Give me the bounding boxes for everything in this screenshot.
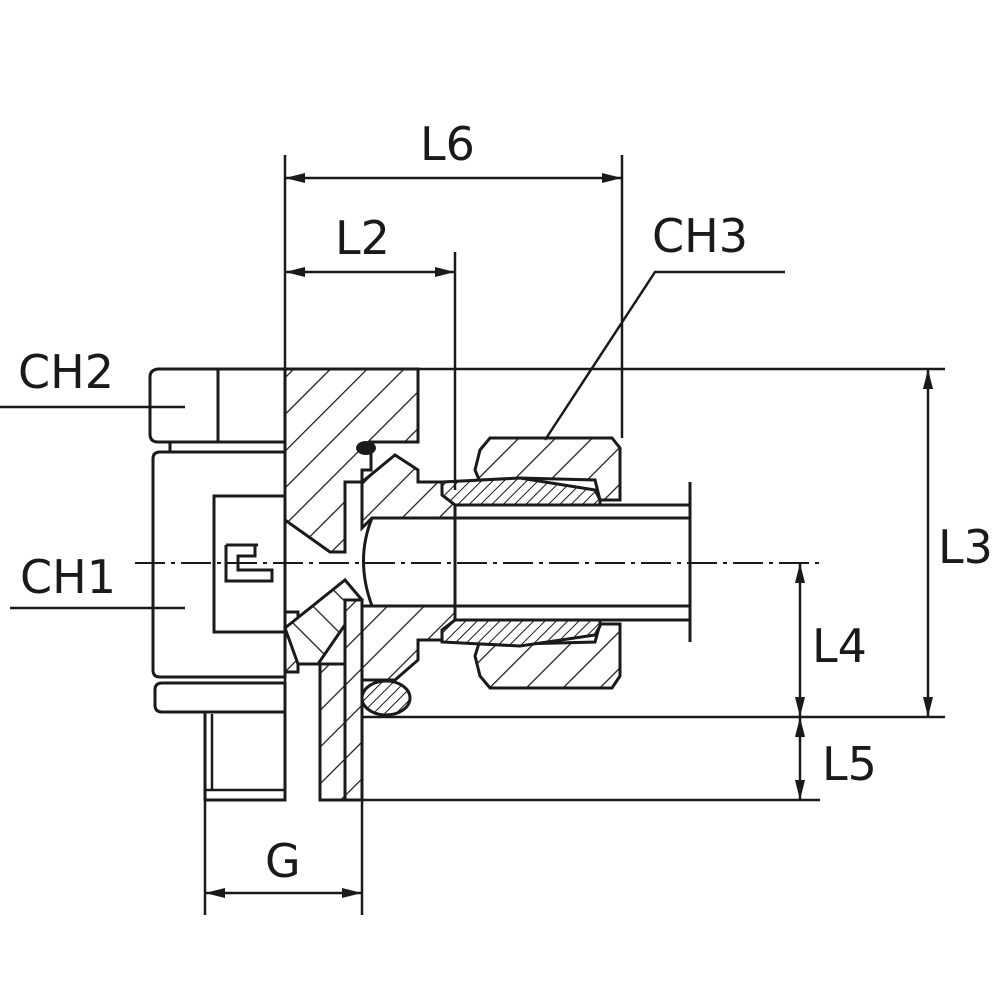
o-ring-lower: [360, 679, 412, 717]
label-l5: L5: [822, 737, 877, 791]
logo-symbol: [224, 543, 274, 583]
labels: L6 L2 CH3 CH2 CH1 L3 L4 L5 G: [18, 117, 993, 888]
section-body: [283, 367, 690, 802]
extension-lines: [203, 155, 945, 915]
label-ch3: CH3: [652, 209, 748, 263]
label-l2: L2: [335, 211, 390, 265]
leader-lines: [0, 270, 785, 610]
label-l6: L6: [420, 117, 475, 171]
label-g: G: [265, 834, 301, 888]
o-ring-upper: [356, 441, 376, 455]
label-l4: L4: [812, 619, 867, 673]
dimension-lines: [205, 173, 933, 898]
label-l3: L3: [938, 520, 993, 574]
label-ch1: CH1: [20, 550, 116, 604]
ch3-nut: [440, 436, 692, 690]
outer-view: [148, 367, 287, 802]
label-ch2: CH2: [18, 345, 114, 399]
